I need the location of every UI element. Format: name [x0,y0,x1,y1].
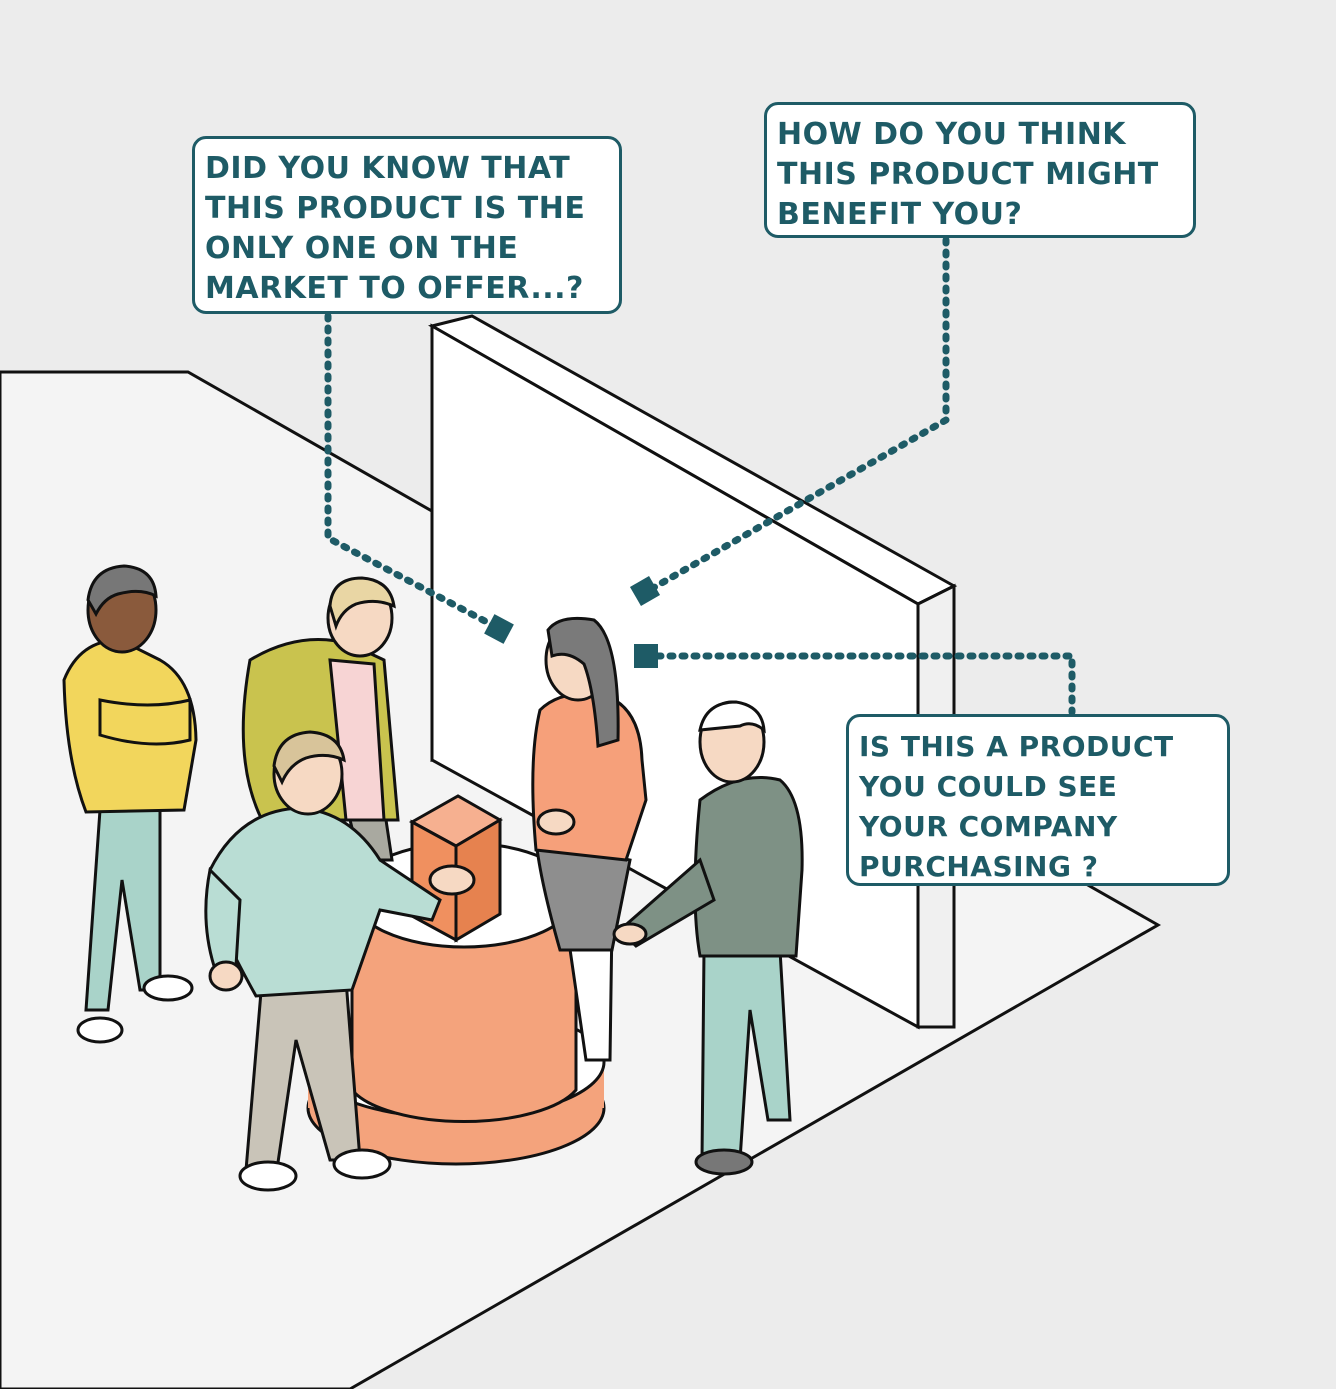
person-grey-sweater [612,700,804,1176]
person-mint-shirt [204,730,476,1192]
bubble-text-line: YOU COULD SEE [859,770,1118,803]
bubble-text-line: DID YOU KNOW THAT [205,151,571,186]
person-orange-top [531,616,648,1062]
bubble-text-line: THIS PRODUCT IS THE [205,191,586,226]
bubble-text-line: YOUR COMPANY [859,810,1118,843]
connector-markers [484,575,661,668]
bubble-text-line: IS THIS A PRODUCT [859,730,1174,763]
bubble-text-line: BENEFIT YOU? [777,197,1023,232]
bubble-text-line: MARKET TO OFFER...? [205,271,584,306]
speech-bubble-company-purchase: IS THIS A PRODUCT YOU COULD SEE YOUR COM… [846,714,1230,886]
bubble-text-line: PURCHASING ? [859,850,1099,883]
person-yellow-sweater [62,564,198,1044]
bubble-text-line: THIS PRODUCT MIGHT [777,157,1159,192]
connector-lines [324,236,1076,716]
bubble-text-line: ONLY ONE ON THE [205,231,519,266]
speech-bubble-market-offer: DID YOU KNOW THAT THIS PRODUCT IS THE ON… [192,136,622,314]
speech-bubble-benefit: HOW DO YOU THINK THIS PRODUCT MIGHT BENE… [764,102,1196,238]
bubble-text-line: HOW DO YOU THINK [777,117,1127,152]
